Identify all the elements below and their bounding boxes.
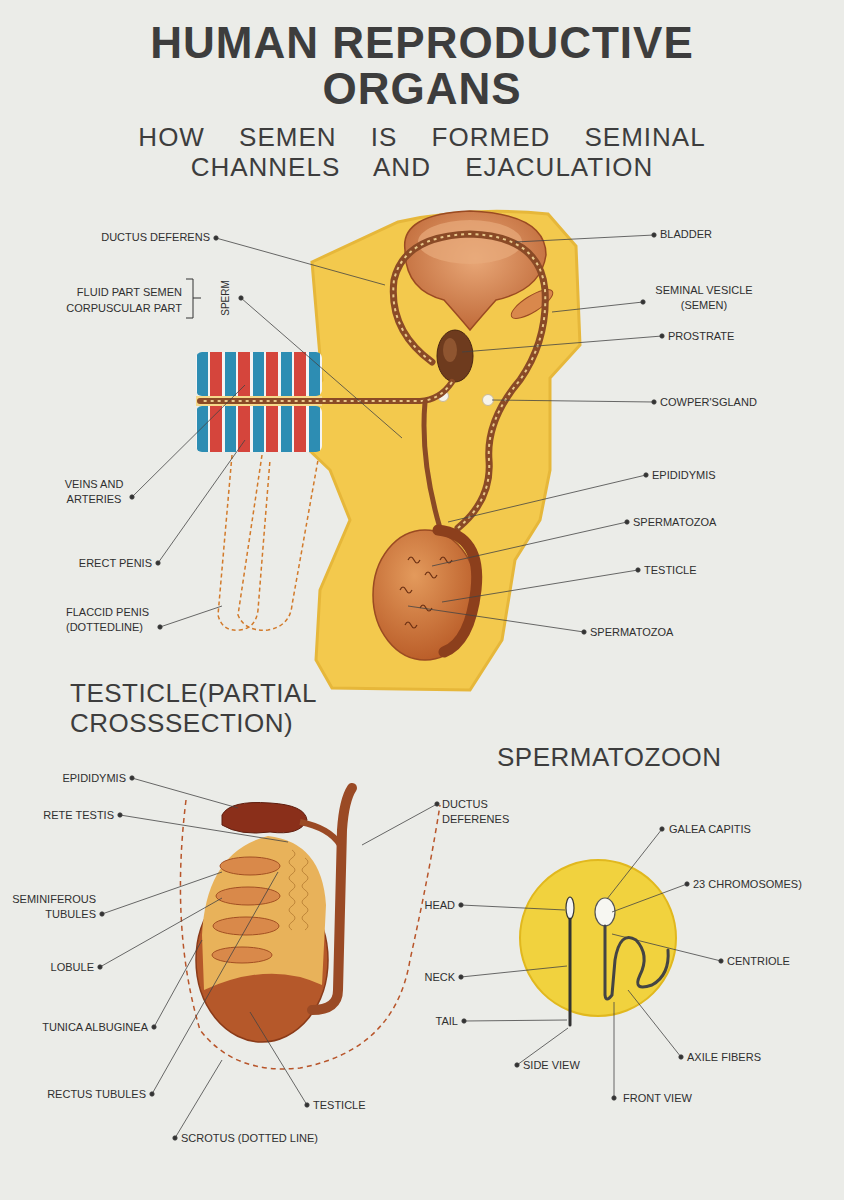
part-label: TAIL <box>400 1014 458 1029</box>
urethra-tube <box>200 382 452 401</box>
flaccid-outline <box>218 455 270 630</box>
part-label: HEAD <box>400 898 455 913</box>
part-label: SIDE VIEW <box>523 1058 580 1073</box>
flaccid-outline <box>238 455 318 630</box>
part-label: COWPER'SGLAND <box>660 395 757 410</box>
ductus-tube <box>393 234 545 528</box>
part-label: BLADDER <box>660 227 712 242</box>
sperm-disc <box>520 860 676 1016</box>
part-label: LOBULE <box>20 960 94 975</box>
part-label: FRONT VIEW <box>623 1091 692 1106</box>
part-label: RECTUS TUBULES <box>10 1087 146 1102</box>
part-label: TUNICA ALBUGINEA <box>10 1020 148 1035</box>
section-heading: TESTICLE(PARTIAL CROSSSECTION) <box>70 678 370 738</box>
prostate-organ <box>437 330 473 382</box>
penis-band <box>196 406 322 452</box>
part-label: CENTRIOLE <box>727 954 790 969</box>
penis-band <box>196 352 322 396</box>
part-label: SPERMATOZOA <box>590 625 673 640</box>
part-label: VEINS AND ARTERIES <box>60 477 128 508</box>
part-label: SEMINIFEROUS TUBULES <box>4 892 96 923</box>
part-label: EPIDIDYMIS <box>30 771 126 786</box>
vesicle-organ <box>507 284 556 323</box>
part-label: CORPUSCULAR PART <box>52 301 182 316</box>
part-label: SEMINAL VESICLE (SEMEN) <box>648 283 760 314</box>
testicle-organ <box>373 530 477 660</box>
part-label: GALEA CAPITIS <box>669 822 751 837</box>
part-label: ERECT PENIS <box>50 556 152 571</box>
scrotum-outline <box>180 800 440 1069</box>
part-label: PROSTRATE <box>668 329 734 344</box>
part-label: DUCTUS DEFERENES <box>442 797 522 828</box>
part-label: 23 CHROMOSOMES) <box>693 877 802 892</box>
subtitle-text: HOW SEMEN IS FORMED SEMINAL CHANNELS AND… <box>102 122 742 182</box>
part-label: EPIDIDYMIS <box>652 468 716 483</box>
body-region <box>304 211 580 690</box>
part-label: SCROTUS (DOTTED LINE) <box>181 1131 318 1146</box>
part-label: FLUID PART SEMEN <box>62 285 182 300</box>
lobule-region <box>202 836 326 990</box>
title-text: HUMAN REPRODUCTIVE ORGANS <box>102 20 742 112</box>
part-label: RETE TESTIS <box>20 808 114 823</box>
part-label: NECK <box>400 970 455 985</box>
part-label: DUCTUS DEFERENS <box>96 230 210 245</box>
epididymis-organ <box>438 530 477 652</box>
part-label: FLACCID PENIS (DOTTEDLINE) <box>66 605 158 636</box>
part-label: SPERMATOZOA <box>633 515 716 530</box>
ductus-section <box>312 788 352 1010</box>
part-label: SPERM <box>219 274 233 322</box>
part-label: AXILE FIBERS <box>687 1050 761 1065</box>
part-label: TESTICLE <box>644 563 697 578</box>
part-label: TESTICLE <box>313 1098 366 1113</box>
section-heading: SPERMATOZOON <box>497 742 722 772</box>
